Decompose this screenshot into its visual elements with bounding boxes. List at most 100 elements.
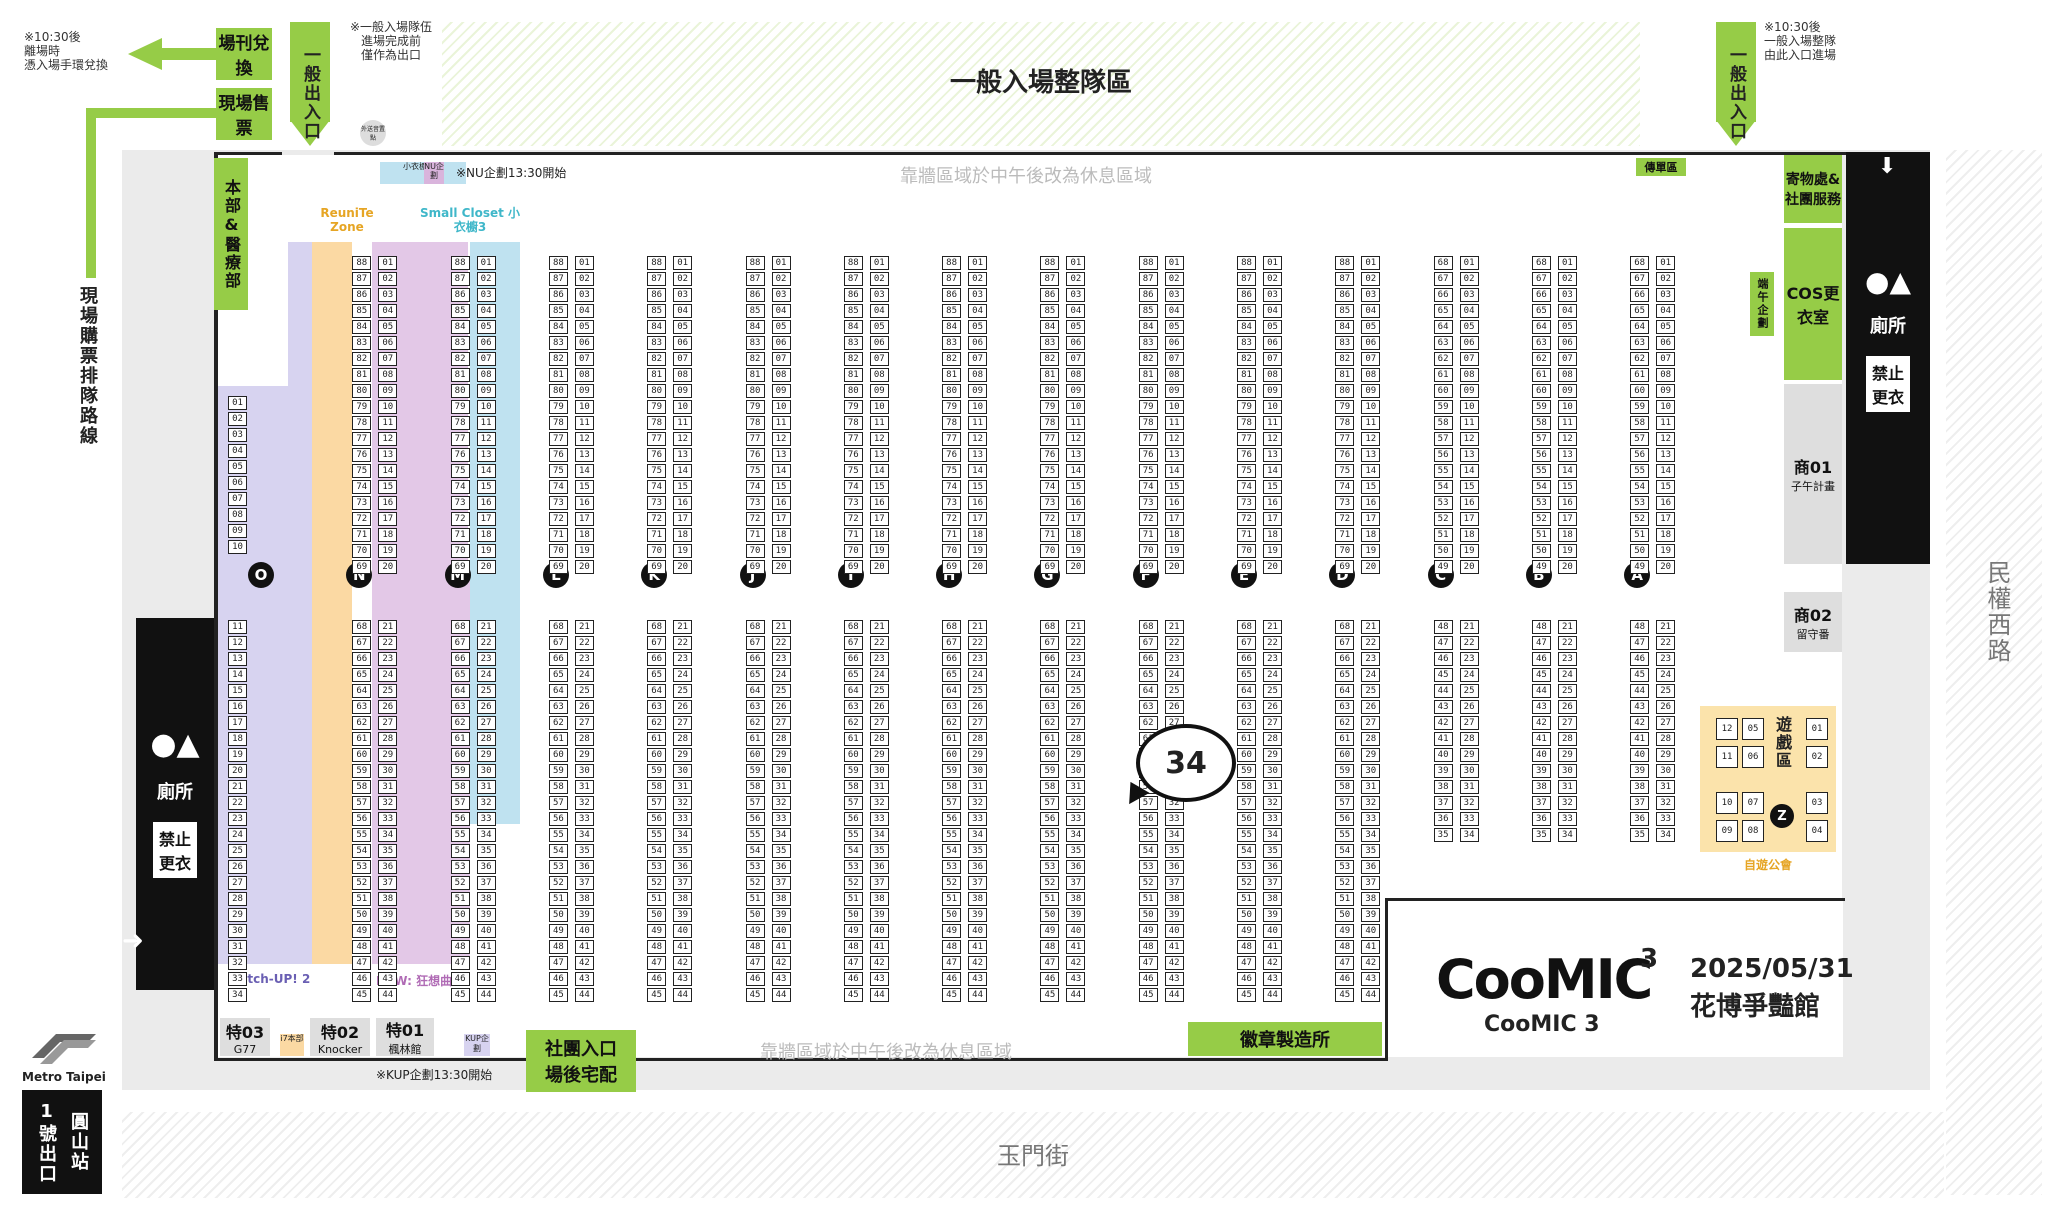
booth-cell[interactable]: 82 bbox=[1335, 352, 1355, 366]
booth-cell[interactable]: 10 bbox=[1459, 400, 1479, 414]
booth-cell[interactable]: 83 bbox=[1335, 336, 1355, 350]
booth-cell[interactable]: 74 bbox=[647, 480, 667, 494]
booth-cell[interactable]: 62 bbox=[1630, 352, 1650, 366]
booth-cell[interactable]: 82 bbox=[450, 352, 470, 366]
booth-cell[interactable]: 51 bbox=[1531, 528, 1551, 542]
booth-cell[interactable]: 49 bbox=[1040, 924, 1060, 938]
booth-cell[interactable]: 27 bbox=[1656, 716, 1676, 730]
booth-cell[interactable]: 04 bbox=[771, 304, 791, 318]
booth-cell[interactable]: 35 bbox=[1433, 828, 1453, 842]
booth-cell[interactable]: 31 bbox=[771, 780, 791, 794]
booth-cell[interactable]: 24 bbox=[1066, 668, 1086, 682]
booth-cell[interactable]: 24 bbox=[1656, 668, 1676, 682]
booth-cell[interactable]: 63 bbox=[647, 700, 667, 714]
booth-cell[interactable]: 03 bbox=[673, 288, 693, 302]
booth-cell[interactable]: 20 bbox=[1066, 560, 1086, 574]
booth-cell[interactable]: 25 bbox=[673, 684, 693, 698]
booth-cell[interactable]: 26 bbox=[968, 700, 988, 714]
booth-cell[interactable]: 55 bbox=[352, 828, 372, 842]
booth-cell[interactable]: 07 bbox=[1459, 352, 1479, 366]
booth-cell[interactable]: 51 bbox=[1237, 892, 1256, 906]
booth-cell[interactable]: 56 bbox=[1040, 812, 1060, 826]
booth-cell[interactable]: 01 bbox=[378, 256, 398, 270]
booth-cell[interactable]: 33 bbox=[378, 812, 398, 826]
booth-cell[interactable]: 62 bbox=[548, 716, 568, 730]
game-cell[interactable]: 12 bbox=[1716, 718, 1738, 740]
booth-cell[interactable]: 39 bbox=[1263, 908, 1282, 922]
booth-cell[interactable]: 21 bbox=[673, 620, 693, 634]
booth-cell[interactable]: 29 bbox=[771, 748, 791, 762]
booth-cell[interactable]: 88 bbox=[843, 256, 863, 270]
booth-cell[interactable]: 06 bbox=[673, 336, 693, 350]
booth-cell[interactable]: 28 bbox=[1459, 732, 1479, 746]
booth-cell[interactable]: 19 bbox=[1164, 544, 1184, 558]
booth-cell[interactable]: 79 bbox=[843, 400, 863, 414]
booth-cell[interactable]: 23 bbox=[771, 652, 791, 666]
booth-cell[interactable]: 46 bbox=[1433, 652, 1453, 666]
booth-cell[interactable]: 32 bbox=[1263, 796, 1282, 810]
booth-cell[interactable]: 31 bbox=[1361, 780, 1381, 794]
booth-cell[interactable]: 01 bbox=[1164, 256, 1184, 270]
booth-cell[interactable]: 31 bbox=[574, 780, 594, 794]
booth-cell[interactable]: 49 bbox=[843, 924, 863, 938]
booth-cell[interactable]: 20 bbox=[673, 560, 693, 574]
booth-cell[interactable]: 33 bbox=[574, 812, 594, 826]
booth-cell[interactable]: 77 bbox=[1237, 432, 1256, 446]
booth-cell[interactable]: 82 bbox=[1237, 352, 1256, 366]
booth-cell[interactable]: 83 bbox=[843, 336, 863, 350]
booth-cell[interactable]: 74 bbox=[843, 480, 863, 494]
booth-cell[interactable]: 57 bbox=[1433, 432, 1453, 446]
booth-cell[interactable]: 01 bbox=[1361, 256, 1381, 270]
booth-cell[interactable]: 13 bbox=[1263, 448, 1282, 462]
booth-cell[interactable]: 21 bbox=[1361, 620, 1381, 634]
booth-cell[interactable]: 16 bbox=[968, 496, 988, 510]
booth-cell[interactable]: 46 bbox=[352, 972, 372, 986]
booth-cell[interactable]: 27 bbox=[476, 716, 496, 730]
booth-cell[interactable]: 37 bbox=[673, 876, 693, 890]
booth-cell[interactable]: 08 bbox=[1164, 368, 1184, 382]
booth-cell[interactable]: 50 bbox=[1138, 908, 1158, 922]
booth-cell[interactable]: 58 bbox=[1630, 416, 1650, 430]
booth-cell[interactable]: 69 bbox=[1040, 560, 1060, 574]
booth-cell[interactable]: 60 bbox=[548, 748, 568, 762]
booth-cell[interactable]: 70 bbox=[548, 544, 568, 558]
booth-cell[interactable]: 04 bbox=[1656, 304, 1676, 318]
booth-cell[interactable]: 53 bbox=[1531, 496, 1551, 510]
booth-cell[interactable]: 61 bbox=[352, 732, 372, 746]
booth-cell[interactable]: 24 bbox=[869, 668, 889, 682]
booth-cell[interactable]: 12 bbox=[771, 432, 791, 446]
booth-cell[interactable]: 22 bbox=[968, 636, 988, 650]
booth-cell[interactable]: 10 bbox=[771, 400, 791, 414]
booth-cell[interactable]: 02 bbox=[968, 272, 988, 286]
booth-cell[interactable]: 51 bbox=[548, 892, 568, 906]
booth-cell[interactable]: 76 bbox=[1040, 448, 1060, 462]
booth-cell[interactable]: 13 bbox=[574, 448, 594, 462]
booth-cell[interactable]: 05 bbox=[1164, 320, 1184, 334]
booth-cell[interactable]: 35 bbox=[771, 844, 791, 858]
booth-cell[interactable]: 63 bbox=[745, 700, 765, 714]
booth-cell[interactable]: 52 bbox=[1040, 876, 1060, 890]
booth-cell[interactable]: 32 bbox=[574, 796, 594, 810]
booth-cell[interactable]: 75 bbox=[1237, 464, 1256, 478]
booth-cell[interactable]: 39 bbox=[378, 908, 398, 922]
booth-cell[interactable]: 20 bbox=[968, 560, 988, 574]
booth-cell[interactable]: 24 bbox=[1557, 668, 1577, 682]
booth-cell[interactable]: 33 bbox=[968, 812, 988, 826]
booth-cell[interactable]: 19 bbox=[1361, 544, 1381, 558]
booth-cell[interactable]: 56 bbox=[450, 812, 470, 826]
booth-cell[interactable]: 22 bbox=[1557, 636, 1577, 650]
booth-cell[interactable]: 66 bbox=[942, 652, 962, 666]
booth-cell[interactable]: 78 bbox=[942, 416, 962, 430]
booth-cell[interactable]: 19 bbox=[574, 544, 594, 558]
booth-cell[interactable]: 55 bbox=[1335, 828, 1355, 842]
booth-cell[interactable]: 62 bbox=[843, 716, 863, 730]
booth-cell[interactable]: 32 bbox=[1459, 796, 1479, 810]
booth-cell[interactable]: 21 bbox=[1066, 620, 1086, 634]
booth-cell[interactable]: 35 bbox=[1263, 844, 1282, 858]
game-cell[interactable]: 01 bbox=[1806, 718, 1828, 740]
booth-cell[interactable]: 63 bbox=[1040, 700, 1060, 714]
booth-cell[interactable]: 74 bbox=[352, 480, 372, 494]
booth-cell[interactable]: 32 bbox=[673, 796, 693, 810]
booth-cell[interactable]: 16 bbox=[476, 496, 496, 510]
booth-cell[interactable]: 67 bbox=[1630, 272, 1650, 286]
